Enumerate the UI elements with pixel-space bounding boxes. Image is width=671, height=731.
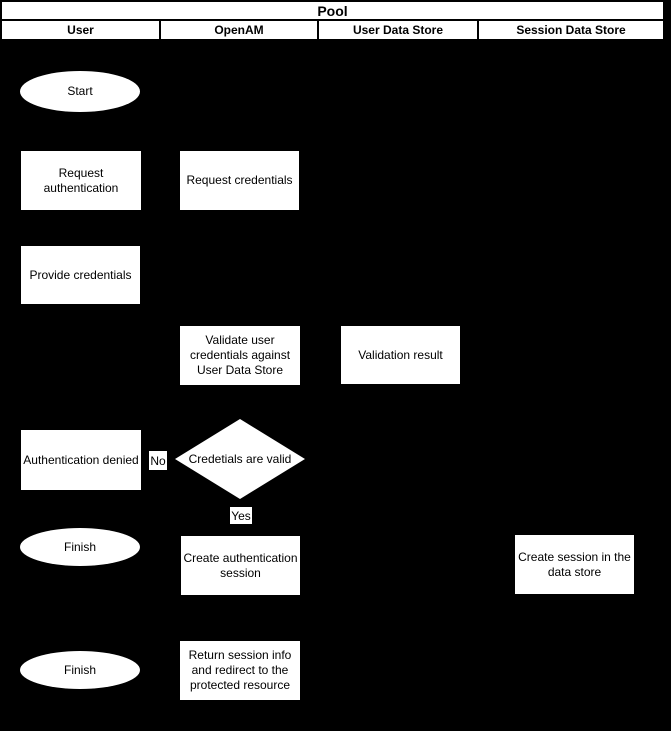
- node-validation-result: Validation result: [341, 326, 460, 384]
- node-finish-success: Finish: [20, 651, 140, 689]
- pool-header: Pool User OpenAM User Data Store Session…: [0, 0, 665, 41]
- node-create-authentication-session: Create authentication session: [181, 536, 300, 595]
- node-start: Start: [20, 71, 140, 112]
- edge-label-yes: Yes: [230, 507, 252, 524]
- node-finish-denied: Finish: [20, 528, 140, 566]
- lane-header-user: User: [2, 21, 159, 39]
- lane-header-row: User OpenAM User Data Store Session Data…: [2, 21, 663, 39]
- node-provide-credentials: Provide credentials: [21, 246, 140, 304]
- edge-label-no: No: [149, 451, 167, 470]
- node-create-session-in-store: Create session in the data store: [515, 535, 634, 594]
- node-request-authentication: Request authentication: [21, 151, 141, 210]
- pool-title: Pool: [2, 2, 663, 19]
- node-return-session-info: Return session info and redirect to the …: [180, 641, 300, 700]
- node-credentials-valid-decision: Credetials are valid: [175, 419, 305, 499]
- node-request-credentials: Request credentials: [180, 151, 299, 210]
- node-validate-credentials: Validate user credentials against User D…: [180, 326, 300, 385]
- lane-header-session-data-store: Session Data Store: [479, 21, 663, 39]
- node-authentication-denied: Authentication denied: [21, 430, 141, 490]
- lane-header-openam: OpenAM: [161, 21, 317, 39]
- lane-header-user-data-store: User Data Store: [319, 21, 477, 39]
